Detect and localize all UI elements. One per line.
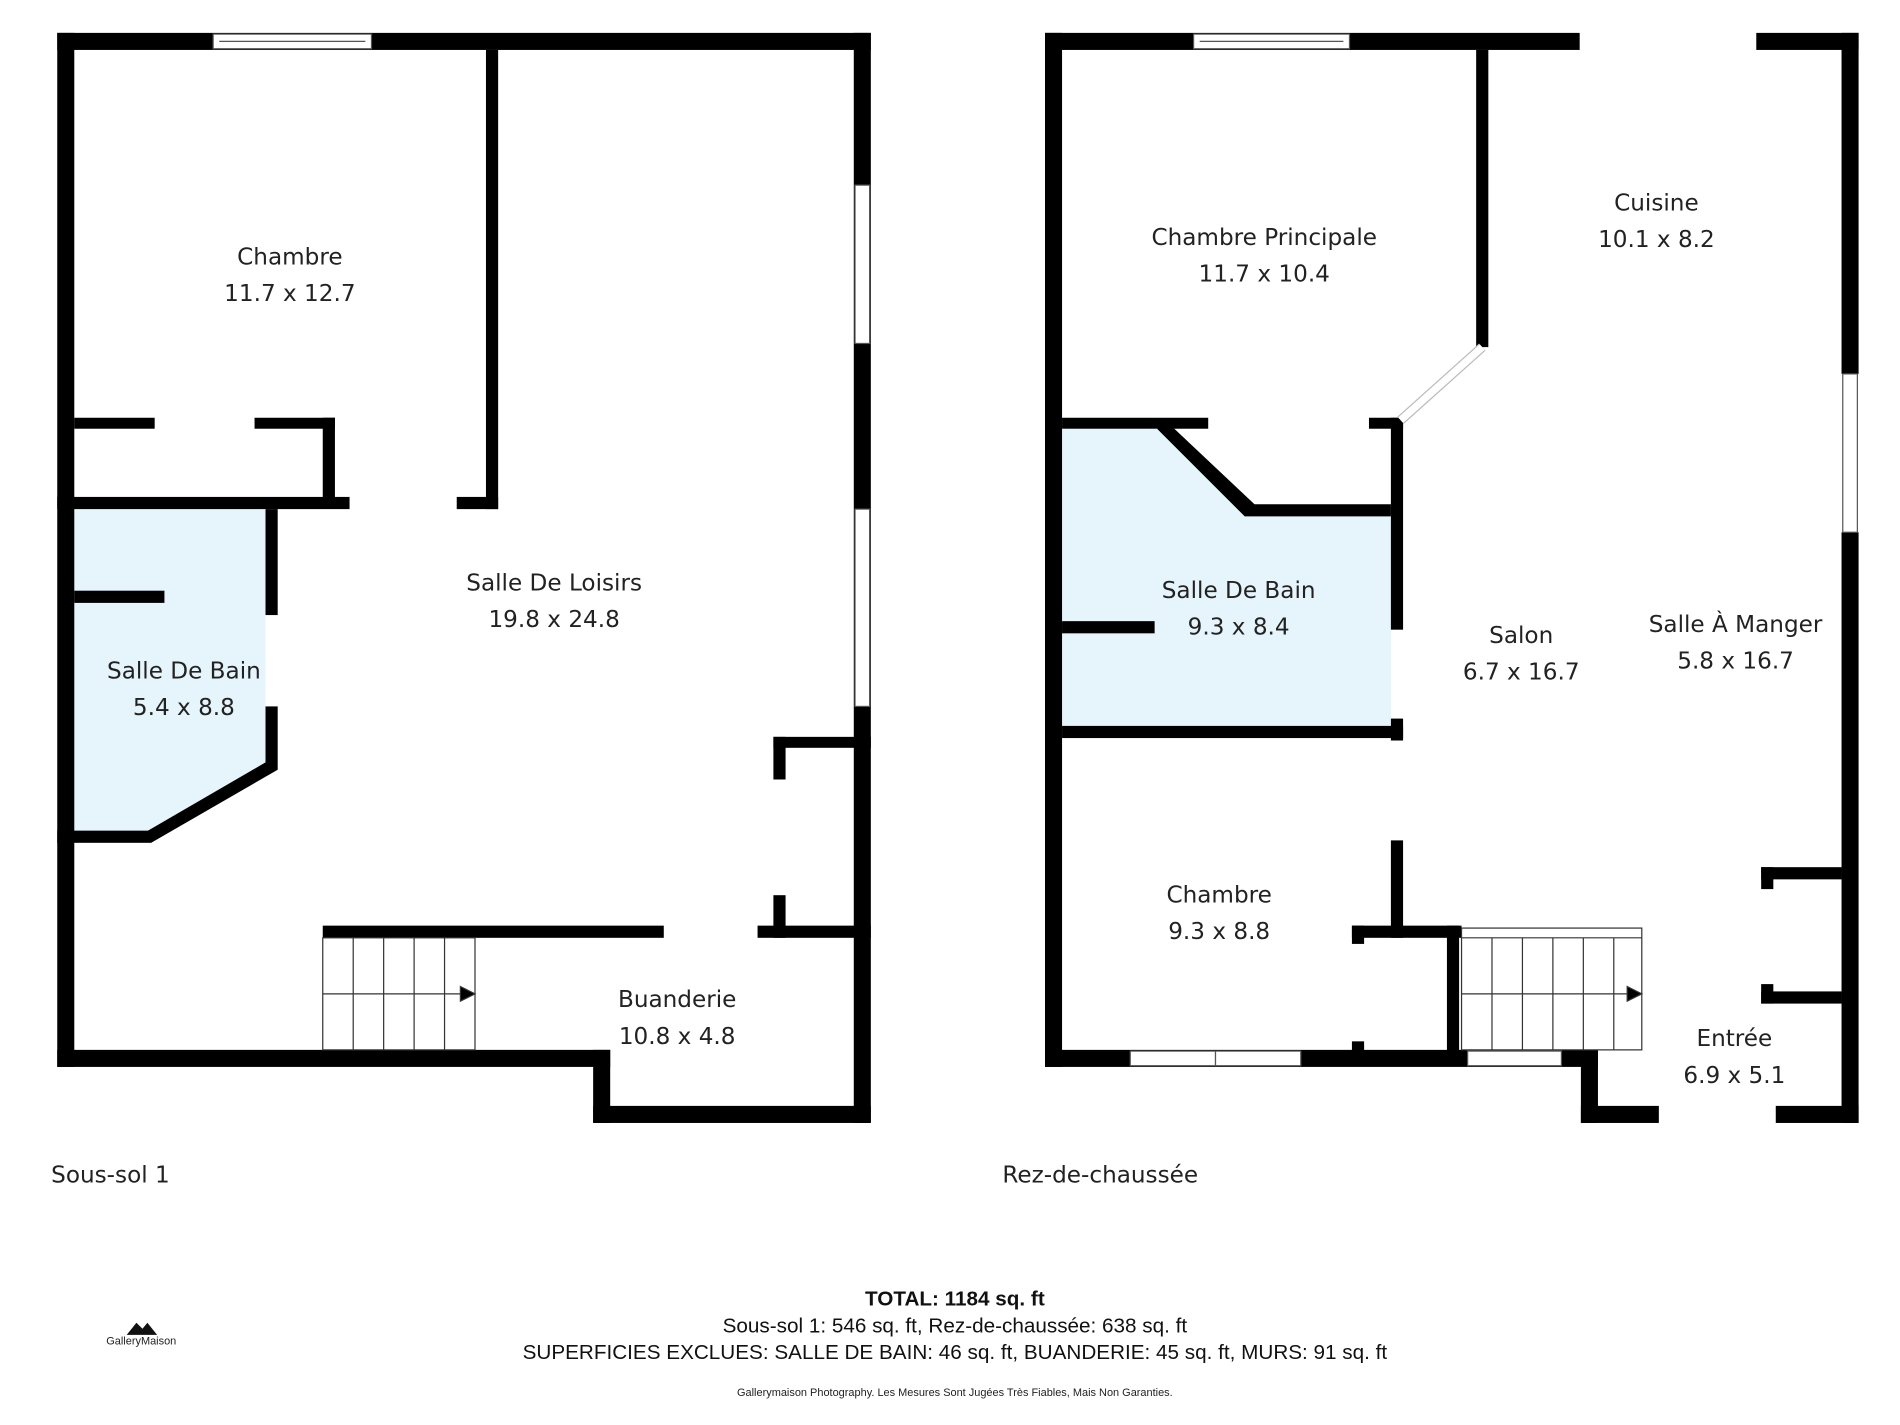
- room-salle-de-bain: Salle De Bain 9.3 x 8.4: [1162, 578, 1316, 641]
- room-chambre-principale: Chambre Principale 11.7 x 10.4: [1151, 225, 1377, 288]
- total-area: TOTAL: 1184 sq. ft: [865, 1288, 1045, 1311]
- room-salle-de-bain: Salle De Bain 5.4 x 8.8: [107, 658, 261, 721]
- svg-text:9.3 x 8.8: 9.3 x 8.8: [1168, 919, 1270, 945]
- window: [854, 508, 871, 708]
- svg-text:Salon: Salon: [1489, 623, 1553, 649]
- logo: GalleryMaison: [106, 1322, 176, 1348]
- svg-text:6.7 x 16.7: 6.7 x 16.7: [1463, 660, 1580, 686]
- svg-text:6.9 x 5.1: 6.9 x 5.1: [1683, 1063, 1785, 1089]
- svg-text:Entrée: Entrée: [1696, 1026, 1772, 1052]
- svg-text:10.1 x 8.2: 10.1 x 8.2: [1598, 227, 1715, 253]
- svg-text:Chambre Principale: Chambre Principale: [1151, 225, 1377, 251]
- bathroom-fill: [74, 509, 266, 834]
- excluded-areas: SUPERFICIES EXCLUES: SALLE DE BAIN: 46 s…: [523, 1341, 1388, 1364]
- svg-text:Buanderie: Buanderie: [618, 987, 736, 1013]
- room-salle-de-loisirs: Salle De Loisirs 19.8 x 24.8: [466, 571, 642, 634]
- window: [1842, 373, 1858, 533]
- svg-text:GalleryMaison: GalleryMaison: [106, 1336, 176, 1348]
- room-entree: Entrée 6.9 x 5.1: [1683, 1026, 1785, 1089]
- floor-label: Rez-de-chaussée: [1002, 1163, 1198, 1189]
- window: [1129, 1050, 1217, 1067]
- window: [854, 184, 871, 345]
- svg-text:11.7 x 12.7: 11.7 x 12.7: [224, 281, 355, 307]
- floor-label: Sous-sol 1: [51, 1163, 170, 1189]
- room-cuisine: Cuisine 10.1 x 8.2: [1598, 191, 1715, 254]
- room-chambre: Chambre 11.7 x 12.7: [224, 244, 355, 307]
- svg-text:19.8 x 24.8: 19.8 x 24.8: [488, 607, 619, 633]
- svg-text:Chambre: Chambre: [1166, 882, 1271, 908]
- disclaimer: Gallerymaison Photography. Les Mesures S…: [737, 1387, 1173, 1399]
- stairs: [1460, 927, 1644, 1051]
- svg-text:5.8 x 16.7: 5.8 x 16.7: [1677, 649, 1794, 675]
- stairs: [322, 937, 477, 1051]
- svg-text:Salle De Bain: Salle De Bain: [107, 658, 261, 684]
- svg-text:9.3 x 8.4: 9.3 x 8.4: [1188, 615, 1290, 641]
- room-chambre: Chambre 9.3 x 8.8: [1166, 882, 1271, 945]
- window: [1214, 1050, 1302, 1067]
- svg-text:Salle À Manger: Salle À Manger: [1649, 610, 1823, 638]
- bathroom-fill: [1062, 428, 1391, 726]
- room-salle-a-manger: Salle À Manger 5.8 x 16.7: [1649, 610, 1823, 675]
- svg-text:5.4 x 8.8: 5.4 x 8.8: [133, 695, 235, 721]
- room-buanderie: Buanderie 10.8 x 4.8: [618, 987, 736, 1050]
- svg-text:Cuisine: Cuisine: [1614, 191, 1699, 217]
- svg-text:Salle De Loisirs: Salle De Loisirs: [466, 571, 642, 597]
- floor-plan-sous-sol: Chambre 11.7 x 12.7 Salle De Loisirs 19.…: [51, 32, 871, 1189]
- logo-house-icon: [126, 1322, 158, 1335]
- floor-areas: Sous-sol 1: 546 sq. ft, Rez-de-chaussée:…: [723, 1314, 1188, 1337]
- svg-text:11.7 x 10.4: 11.7 x 10.4: [1199, 261, 1330, 287]
- room-salon: Salon 6.7 x 16.7: [1463, 623, 1580, 686]
- svg-text:Chambre: Chambre: [237, 244, 342, 270]
- window: [1467, 1050, 1563, 1067]
- svg-text:Salle De Bain: Salle De Bain: [1162, 578, 1316, 604]
- floor-plan-rez-de-chaussee: Chambre Principale 11.7 x 10.4 Cuisine 1…: [1002, 32, 1859, 1189]
- summary: TOTAL: 1184 sq. ft Sous-sol 1: 546 sq. f…: [523, 1288, 1388, 1399]
- svg-text:10.8 x 4.8: 10.8 x 4.8: [619, 1024, 736, 1050]
